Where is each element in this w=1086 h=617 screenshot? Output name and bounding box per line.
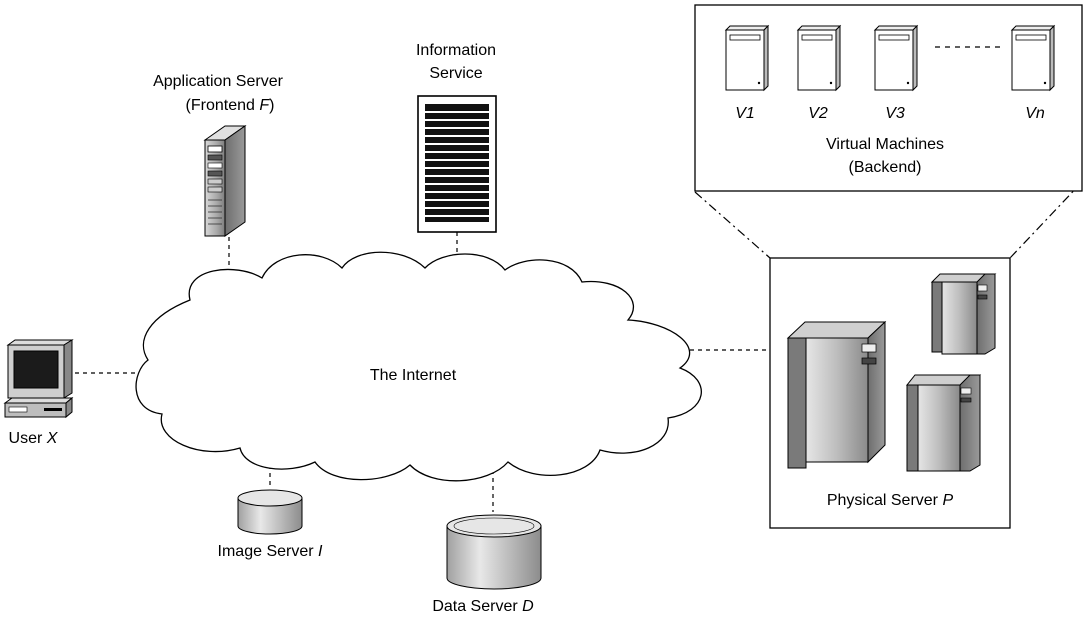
internet-label: The Internet — [370, 367, 457, 384]
tower-server-icon — [203, 125, 247, 237]
vm-label-vn: Vn — [1025, 105, 1045, 122]
zoom-line-left — [694, 191, 771, 259]
vm-group-label: Virtual Machines — [826, 136, 944, 153]
vm-label-v1: V1 — [735, 105, 755, 122]
internet-cloud — [135, 251, 702, 482]
info-service-label: Information — [416, 42, 496, 59]
virtual-machine-towers — [724, 24, 1056, 92]
mainframe-icon — [786, 273, 997, 472]
user-label: User X — [9, 430, 59, 447]
image-server-label: Image Server I — [218, 543, 323, 560]
data-server-label: Data Server D — [432, 598, 534, 615]
vm-group-sublabel: (Backend) — [849, 159, 922, 176]
info-service-sublabel: Service — [429, 65, 482, 82]
vm-tower-icon — [724, 24, 770, 92]
database-cylinder-icon — [237, 489, 303, 535]
vm-tower-icon — [1010, 24, 1056, 92]
vm-label-v2: V2 — [808, 105, 828, 122]
desktop-computer-icon — [3, 339, 74, 419]
app-server-sublabel: (Frontend F) — [186, 97, 275, 114]
zoom-line-right — [1009, 181, 1083, 259]
vm-label-v3: V3 — [885, 105, 905, 122]
vm-tower-icon — [873, 24, 919, 92]
app-server-label: Application Server — [153, 73, 284, 90]
physical-server-label: Physical Server P — [827, 492, 954, 509]
vm-tower-icon — [796, 24, 842, 92]
rack-server-icon — [417, 95, 497, 233]
database-cylinder-icon — [446, 514, 542, 590]
